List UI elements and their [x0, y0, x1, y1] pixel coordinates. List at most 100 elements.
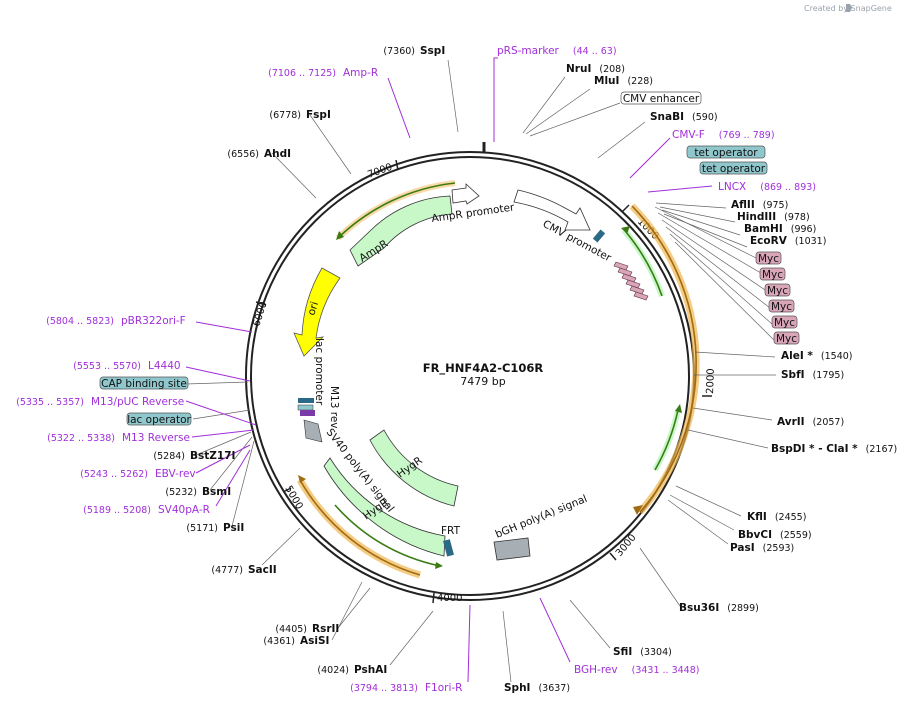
site-position: (228): [627, 76, 653, 87]
primer-position: (769 .. 789): [719, 130, 775, 141]
tick-6000: 6000: [251, 300, 269, 328]
site-name: EcoRV: [750, 235, 788, 247]
site-name: BamHI: [744, 223, 783, 235]
site-name: NruI: [566, 63, 591, 75]
feature-box: Myc: [759, 267, 786, 281]
svg-text:6000: 6000: [251, 300, 269, 328]
site-position: (4777): [211, 565, 243, 576]
site-name: HindIII: [737, 211, 776, 223]
primer-name: M13/pUC Reverse: [91, 396, 184, 408]
site-name: PsiI: [223, 522, 244, 534]
site-name: PshAI: [354, 664, 387, 676]
site-name: SacII: [248, 564, 277, 576]
primer-name: Amp-R: [343, 67, 378, 79]
site-position: (6778): [269, 110, 301, 121]
site-position: (208): [599, 64, 625, 75]
site-position: (4361): [263, 636, 295, 647]
tick-7000: 7000: [366, 159, 399, 181]
primer-position: (5335 .. 5357): [16, 397, 84, 408]
orf-left-arc: [296, 475, 443, 579]
primer-position: (5322 .. 5338): [47, 433, 115, 444]
feature-box: tet operator: [686, 145, 766, 159]
feature-box-label: lac operator: [127, 414, 191, 426]
site-position: (5171): [186, 523, 218, 534]
site-name: KflI: [747, 511, 767, 523]
primer-name: BGH-rev: [574, 664, 618, 676]
lac-promoter-feature: lac promoter M13 rev: [297, 338, 340, 443]
primer-position: (3431 .. 3448): [632, 665, 700, 676]
primer-position: (869 .. 893): [760, 182, 816, 193]
feature-box: lac operator: [126, 412, 191, 426]
feature-box-label: tet operator: [694, 147, 758, 159]
sv40-polya-box: [303, 419, 323, 443]
cmv-marker: [592, 229, 606, 243]
site-position: (4024): [317, 665, 349, 676]
site-name: PasI: [730, 542, 755, 554]
primer-position: (5243 .. 5262): [80, 469, 148, 480]
site-lines: [185, 59, 776, 683]
orf-top-arc: [335, 180, 456, 241]
site-position: (2057): [813, 417, 845, 428]
feature-box-label: CMV enhancer: [623, 93, 700, 105]
lac-promoter-label: lac promoter: [313, 338, 325, 406]
ampr-feature: AmpR: [349, 195, 453, 267]
m13-rev-label: M13 rev: [328, 386, 340, 429]
site-name: AsiSI: [300, 635, 329, 647]
primer-name: LNCX: [718, 181, 746, 193]
myc-tags: [613, 261, 649, 301]
svg-text:4000: 4000: [437, 593, 462, 604]
site-position: (6556): [227, 149, 259, 160]
feature-box: tet operator: [699, 161, 768, 175]
site-name: SfiI: [613, 646, 632, 658]
bgh-label: bGH poly(A) signal: [494, 493, 589, 541]
primer-position: (44 .. 63): [573, 46, 617, 57]
site-position: (7360): [383, 46, 415, 57]
svg-text:7000: 7000: [366, 162, 394, 181]
site-position: (3304): [640, 647, 672, 658]
feature-box: CAP binding site: [99, 376, 189, 390]
ori-feature: ori: [293, 267, 341, 357]
site-position: (3637): [538, 683, 570, 694]
primer-labels: pRS-marker(44 .. 63)Amp-R(7106 .. 7125)C…: [16, 45, 816, 694]
site-name: AvrII: [777, 416, 805, 428]
feature-box-label: Myc: [776, 333, 797, 345]
primer-lines: [185, 57, 713, 683]
feature-box-label: Myc: [758, 253, 779, 265]
site-position: (5284): [153, 451, 185, 462]
frt-feature: FRT: [441, 525, 461, 557]
site-name: Bsu36I: [679, 602, 719, 614]
site-position: (2167): [866, 444, 898, 455]
tick-2000: 2000: [702, 368, 717, 397]
site-position: (2899): [727, 603, 759, 614]
tick-4000: 4000: [432, 592, 462, 604]
plasmid-size: 7479 bp: [460, 375, 505, 388]
cmv-promoter-feature: CMV promoter: [513, 189, 614, 264]
site-name: BsmI: [202, 486, 231, 498]
site-name: SbfI: [781, 369, 805, 381]
primer-name: F1ori-R: [425, 682, 462, 694]
site-name: FspI: [306, 109, 331, 121]
site-position: (1795): [813, 370, 845, 381]
svg-text:2000: 2000: [705, 368, 717, 394]
site-position: (1540): [821, 351, 853, 362]
site-position: (4405): [275, 624, 307, 635]
site-labels: SspI(7360)NruI(208)MluI(228)SnaBI(590)Af…: [153, 45, 897, 694]
feature-box: Myc: [764, 283, 791, 297]
site-name: AhdI: [264, 148, 291, 160]
primer-position: (3794 .. 3813): [350, 683, 418, 694]
site-position: (975): [763, 200, 789, 211]
site-name: SphI: [504, 682, 530, 694]
plasmid-name: FR_HNF4A2-C106R: [423, 361, 544, 376]
site-position: (978): [784, 212, 810, 223]
primer-position: (5553 .. 5570): [73, 361, 141, 372]
feature-box: Myc: [771, 315, 798, 329]
site-name: MluI: [594, 75, 619, 87]
snapgene-credit: Created by SnapGene: [804, 4, 892, 13]
site-position: (2455): [775, 512, 807, 523]
primer-name: SV40pA-R: [158, 504, 210, 516]
primer-name: M13 Reverse: [122, 432, 190, 444]
ori-label: ori: [305, 300, 321, 317]
site-name: BstZ17I: [190, 450, 235, 462]
